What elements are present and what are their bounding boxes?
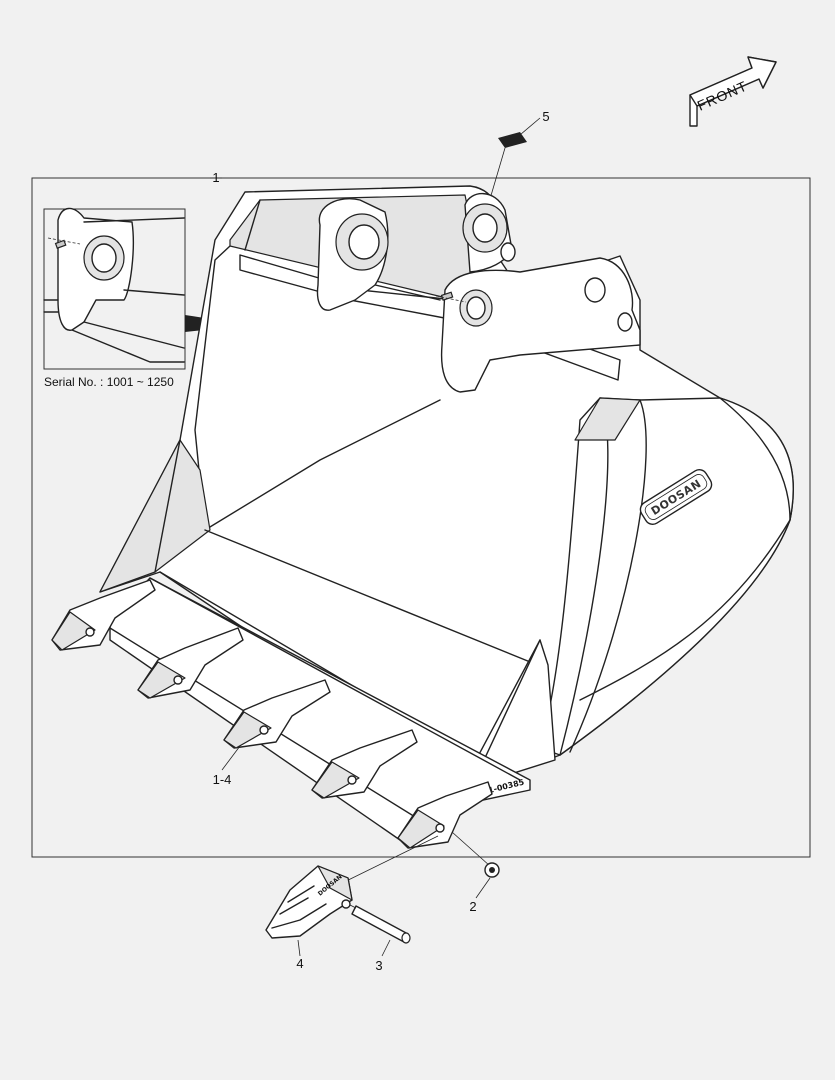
- assembly-frame: [31, 177, 811, 858]
- tooth-row: 1-4: [51, 579, 493, 849]
- pin-washer: 2: [469, 862, 500, 914]
- callout-assembly: 1: [212, 170, 219, 185]
- callout-label-plate: 5: [542, 109, 549, 124]
- tooth-5: [397, 781, 493, 849]
- bucket: DOOSAN 250111-00385: [99, 185, 794, 841]
- detail-inset: Serial No. : 1001 ~ 1250: [43, 207, 186, 389]
- tooth-2: [137, 627, 244, 699]
- tooth-1: [51, 579, 156, 651]
- callout-pin-washer: 2: [469, 899, 476, 914]
- front-direction-arrow: FRONT: [689, 56, 777, 127]
- pin: 3: [347, 903, 411, 973]
- callout-pin: 3: [375, 958, 382, 973]
- serial-number-caption: Serial No. : 1001 ~ 1250: [44, 375, 174, 389]
- callout-tooth-group: 1-4: [213, 772, 232, 787]
- tooth-4: [311, 729, 418, 799]
- tooth-3: [223, 679, 331, 749]
- callout-tooth-point: 4: [296, 956, 303, 971]
- tooth-point: DOOSAN 4: [265, 865, 353, 971]
